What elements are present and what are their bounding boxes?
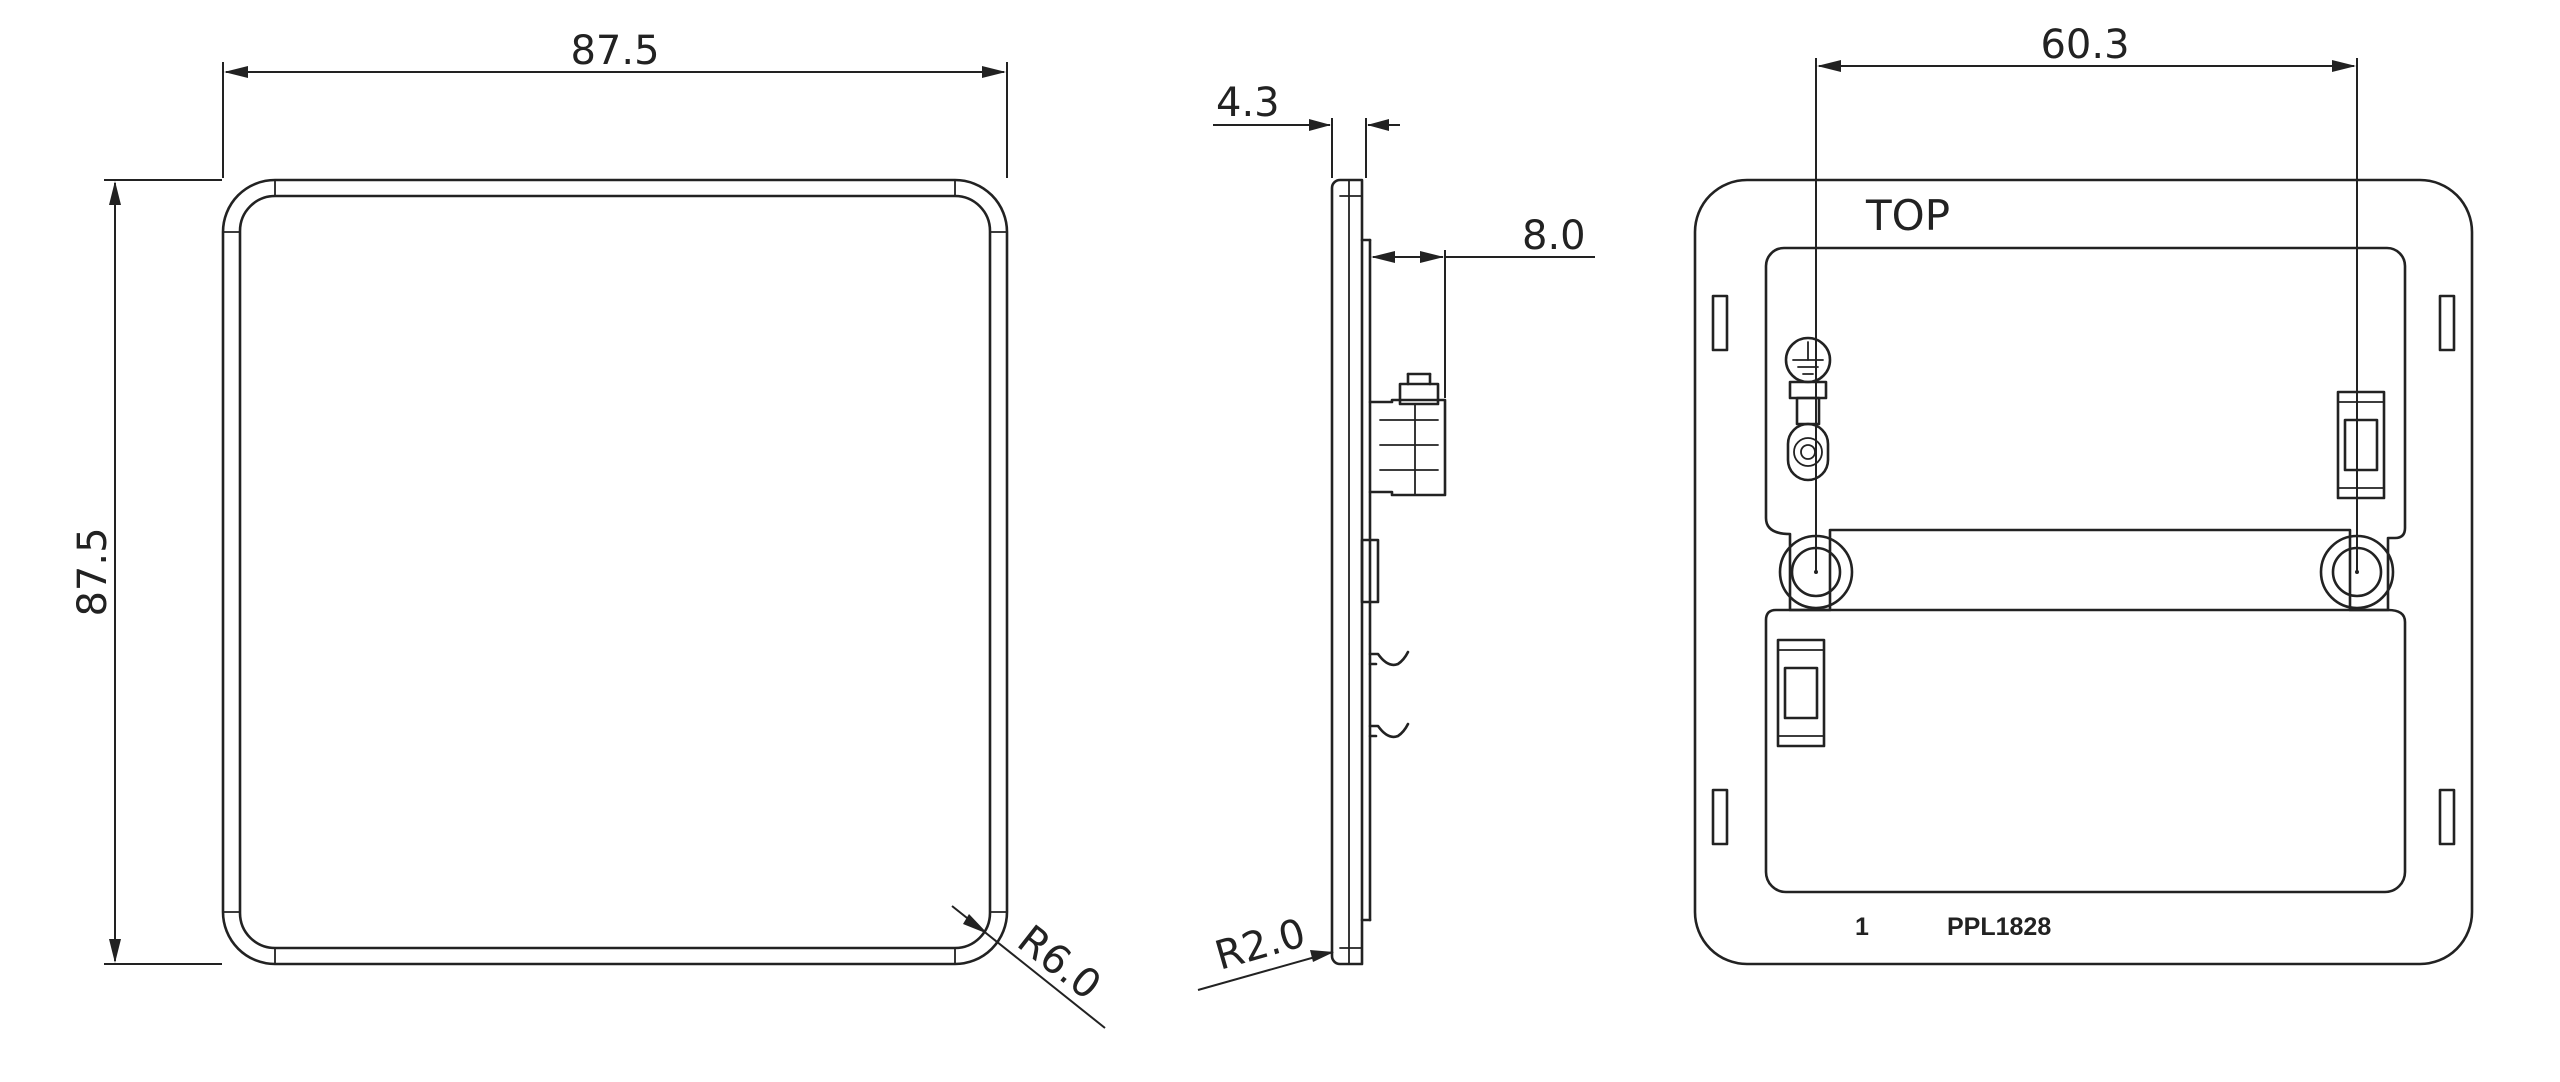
earth-terminal: [1786, 380, 1830, 482]
rear-lower-recess: [1764, 608, 2407, 894]
side-depth-dimension: 8.0: [1371, 213, 1595, 398]
front-height-dimension: 87.5: [70, 179, 222, 965]
rear-hole-spacing-dimension: 60.3: [1815, 22, 2358, 572]
rear-upper-clip: [2336, 390, 2386, 500]
side-view: 4.3 8.0 R2.0: [1197, 80, 1595, 991]
front-radius-label: R6.0: [1009, 917, 1109, 1010]
front-plate-face: [238, 194, 992, 950]
side-radius-dimension: R2.0: [1197, 910, 1334, 991]
side-clips: [1368, 650, 1410, 739]
front-plate-edge-lines: [222, 179, 1008, 965]
front-plate-outline: [221, 178, 1009, 966]
rear-part-code-label: PPL1828: [1947, 913, 2051, 941]
side-thickness-label: 4.3: [1216, 80, 1280, 126]
side-thickness-dimension: 4.3: [1213, 80, 1400, 178]
side-radius-label: R2.0: [1210, 910, 1311, 979]
side-terminal-block: [1368, 372, 1447, 497]
rear-lower-clip: [1776, 638, 1826, 748]
rear-hole-spacing-label: 60.3: [2040, 22, 2129, 68]
rear-mounting-slots: [1711, 294, 2456, 846]
side-boss: [1360, 538, 1380, 604]
front-height-label: 87.5: [70, 527, 116, 616]
front-width-label: 87.5: [570, 28, 659, 74]
rear-number-label: 1: [1855, 913, 1869, 941]
front-radius-dimension: R6.0: [951, 905, 1109, 1029]
earth-symbol-icon: [1784, 336, 1832, 384]
side-plate-profile: [1330, 178, 1364, 966]
side-depth-label: 8.0: [1522, 213, 1586, 259]
rear-upper-recess: [1764, 246, 2407, 612]
front-view: 87.5 87.5 R6.0: [70, 28, 1109, 1029]
front-width-dimension: 87.5: [222, 28, 1008, 178]
rear-plate-outline: [1693, 178, 2474, 966]
rear-orientation-label: TOP: [1865, 191, 1950, 240]
rear-view: TOP 1 PPL1828 60.3: [1693, 22, 2474, 966]
